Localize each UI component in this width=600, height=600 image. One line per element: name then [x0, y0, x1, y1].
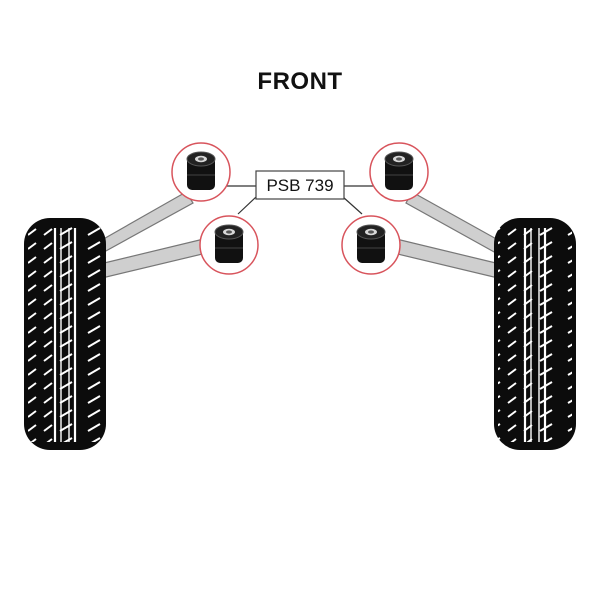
part-number-box: [255, 170, 345, 200]
bushing-right-front: [341, 215, 401, 275]
bushing-icon: [356, 224, 386, 263]
right-rear-arm: [405, 191, 501, 254]
right-wheel: [494, 218, 576, 450]
bushing-left-front: [199, 215, 259, 275]
control-arms: [99, 191, 501, 279]
left-wheel: [24, 218, 106, 450]
bushing-icon: [214, 224, 244, 263]
bushing-icon: [384, 151, 414, 190]
leader-lines: [227, 185, 373, 215]
left-rear-arm: [99, 191, 194, 253]
part-number-text: PSB 739: [266, 176, 333, 195]
bushing-icon: [186, 151, 216, 190]
diagram-title: FRONT: [257, 68, 343, 95]
part-number-label: PSB 739: [255, 170, 345, 200]
bushing-right-rear: [369, 142, 429, 202]
bushing-left-rear: [171, 142, 231, 202]
